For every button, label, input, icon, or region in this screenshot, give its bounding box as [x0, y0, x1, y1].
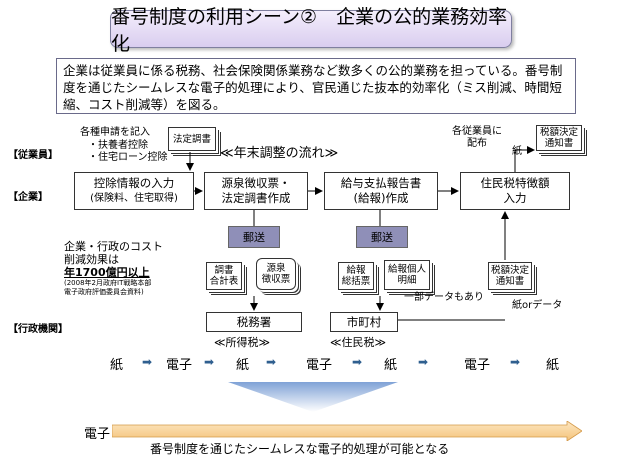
note-item-1: ・扶養者控除 — [88, 140, 148, 151]
bottom-arrow-bar — [112, 421, 582, 441]
doc-notice-top: 税額決定 通知書 — [536, 125, 582, 151]
flow-title: ≪年末調整の流れ≫ — [220, 146, 339, 161]
cost-line-3: 年1700億円以上 — [64, 266, 150, 279]
process-resident-tax: 住民税特徴額 入力 — [460, 172, 570, 210]
arrow-right-icon: ➡ — [266, 355, 277, 369]
arrow-right-icon: ➡ — [352, 355, 363, 369]
process-withholding-slip: 源泉徴収票・ 法定調書作成 — [204, 172, 308, 210]
doc-chosho-goukei: 調書 合計表 — [206, 262, 242, 290]
doc-kyuho-soukatsu: 給報 総括票 — [338, 262, 374, 290]
side-label-company: 【企業】 — [8, 192, 48, 203]
note-item-2: ・住宅ローン控除 — [88, 152, 168, 163]
cost-line-2: 削減効果は — [64, 253, 119, 266]
doc-houtei-chosho: 法定調書 — [168, 127, 216, 151]
note-partial-data: 一部データもあり — [404, 292, 484, 303]
doc-notice-gov: 税額決定 通知書 — [488, 262, 532, 290]
side-label-employee: 【従業員】 — [8, 150, 58, 161]
note-apply: 各種申請を記入 — [80, 127, 150, 138]
note-paper: 紙 — [512, 146, 522, 157]
intro-text: 企業は従業員に係る税務、社会保険関係業務など数多くの公的業務を担っている。番号制… — [56, 58, 576, 114]
process-label: 住民税特徴額 — [480, 176, 550, 190]
media-3: 紙 — [236, 358, 250, 373]
side-label-gov: 【行政機関】 — [8, 324, 68, 335]
page-title: 番号制度の利用シーン② 企業の公的業務効率化 — [110, 6, 512, 55]
process-sublabel: (保険料、住宅取得) — [90, 193, 178, 204]
cost-source-2: 電子政府評価委員会資料) — [64, 288, 144, 296]
media-6: 電子 — [464, 358, 491, 373]
down-arrow-icon — [228, 382, 398, 412]
label-income-tax: ≪所得税≫ — [214, 336, 271, 349]
cost-line-1: 企業・行政のコスト — [64, 240, 163, 253]
media-7: 紙 — [546, 358, 560, 373]
arrow-right-icon: ➡ — [142, 355, 153, 369]
process-label: 控除情報の入力 — [93, 176, 175, 190]
note-paper-or-data: 紙orデータ — [512, 300, 563, 311]
process-payroll-report: 給与支払報告書 (給報)作成 — [324, 172, 438, 210]
mail-label-1: 郵送 — [228, 226, 280, 248]
gov-city: 市町村 — [330, 312, 398, 332]
media-4: 電子 — [306, 358, 333, 373]
process-label: 源泉徴収票・ — [221, 176, 291, 190]
cost-effect: 企業・行政のコスト 削減効果は 年1700億円以上 (2008年2月政府IT戦略… — [64, 240, 163, 297]
media-5: 紙 — [384, 358, 398, 373]
doc-kyuho-kojin: 給報個人 明細 — [384, 260, 430, 290]
process-label: 給与支払報告書 — [340, 176, 422, 190]
media-1: 紙 — [110, 358, 124, 373]
process-sublabel: 法定調書作成 — [221, 191, 291, 205]
arrow-right-icon: ➡ — [204, 355, 215, 369]
label-resident-tax: ≪住民税≫ — [330, 336, 387, 349]
process-sublabel: 入力 — [503, 191, 527, 205]
media-2: 電子 — [166, 358, 193, 373]
mail-label-2: 郵送 — [356, 226, 408, 248]
bottom-message: 番号制度を通じたシームレスな電子的処理が可能となる — [150, 442, 450, 456]
cost-source-1: (2008年2月政府IT戦略本部 — [64, 279, 152, 287]
arrow-right-icon: ➡ — [418, 355, 429, 369]
process-sublabel: (給報)作成 — [353, 191, 409, 205]
process-deduction-input: 控除情報の入力 (保険料、住宅取得) — [74, 172, 194, 210]
doc-gensen: 源泉 徴収票 — [256, 258, 296, 290]
bottom-electronic: 電子 — [84, 427, 111, 442]
note-distribute: 各従業員に 配布 — [452, 126, 502, 149]
arrow-right-icon: ➡ — [510, 355, 521, 369]
gov-tax-office: 税務署 — [206, 312, 302, 332]
